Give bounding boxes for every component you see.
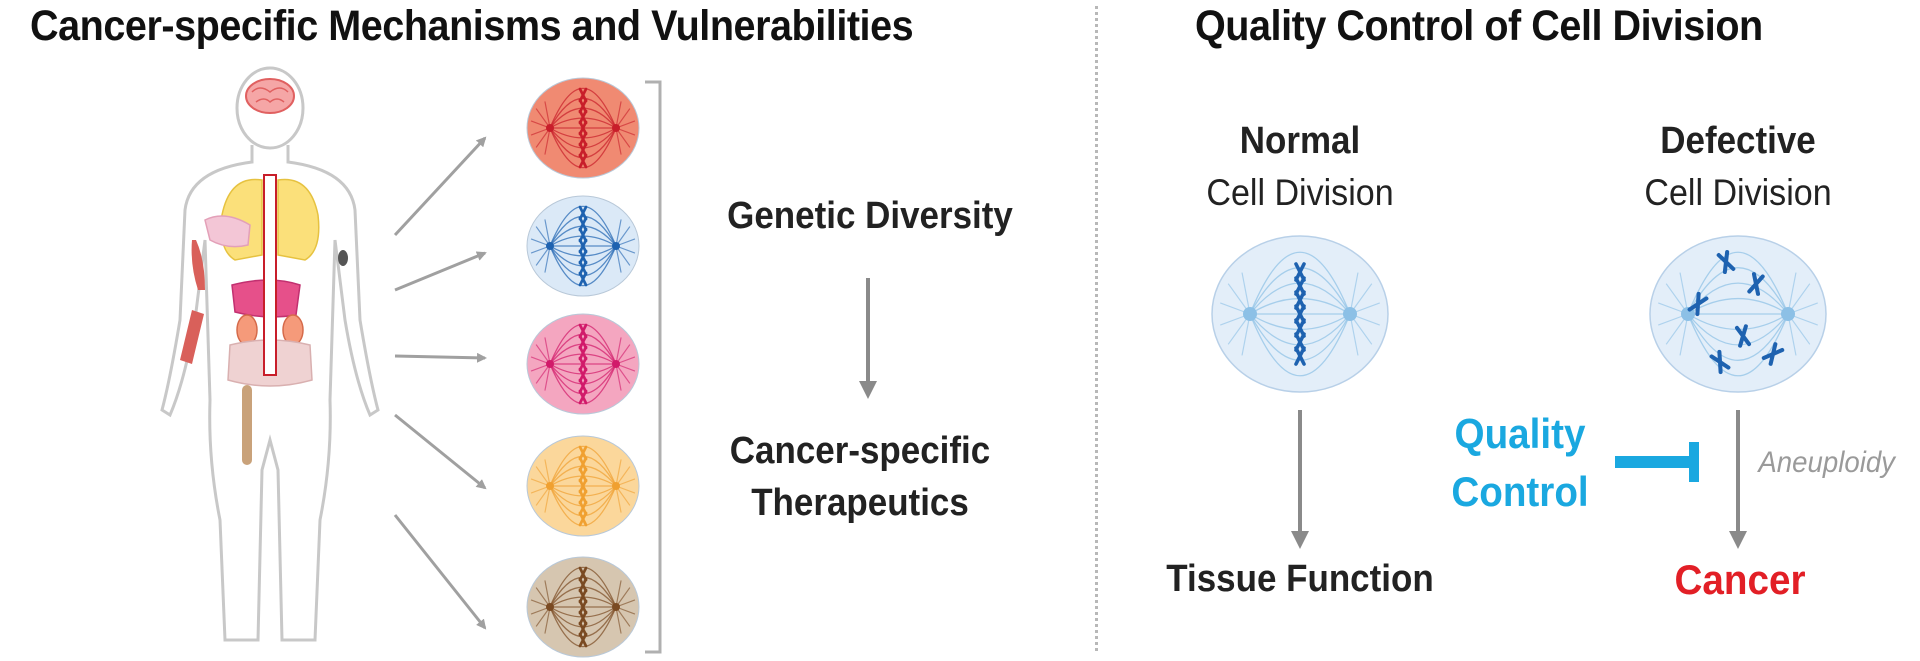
defective-sub-label: Cell Division (1644, 172, 1832, 213)
normal-cell (1211, 235, 1389, 393)
defective-cell (1649, 235, 1827, 393)
cancer-cell-5 (526, 556, 640, 658)
cancer-cell-2 (526, 195, 640, 297)
human-body-figure (160, 66, 380, 642)
cancer-label: Cancer (1674, 556, 1806, 603)
therapeutics-label-line2: Therapeutics (751, 482, 969, 524)
muscle-icon (191, 240, 205, 290)
brain-icon (245, 78, 295, 114)
cancer-cell-3 (526, 313, 640, 415)
skin-mole-icon (338, 250, 348, 266)
defective-label: Defective (1660, 120, 1816, 162)
quality-control-label-line2: Control (1451, 468, 1589, 515)
tissue-function-label: Tissue Function (1166, 558, 1434, 600)
cancer-cell-1 (526, 77, 640, 179)
right-panel-title: Quality Control of Cell Division (1195, 2, 1763, 50)
arrow-to-cell-4 (394, 413, 487, 490)
normal-sub-label: Cell Division (1206, 172, 1394, 213)
arrow-to-cell-2 (394, 251, 487, 292)
aneuploidy-label: Aneuploidy (1758, 446, 1895, 479)
arrow-to-cell-3 (394, 352, 487, 363)
normal-label: Normal (1239, 120, 1361, 162)
cells-bracket (645, 80, 662, 654)
bone-icon (242, 385, 252, 465)
cancer-cell-4 (526, 435, 640, 537)
esophagus-icon (263, 174, 277, 376)
left-panel-title: Cancer-specific Mechanisms and Vulnerabi… (30, 2, 914, 50)
quality-control-label-line1: Quality (1454, 410, 1586, 457)
therapeutics-label-line1: Cancer-specific (729, 430, 991, 472)
panel-divider (1095, 6, 1098, 651)
arrow-to-cell-1 (393, 136, 487, 237)
genetic-diversity-label: Genetic Diversity (727, 195, 1013, 237)
breast-icon (204, 215, 251, 248)
arrow-to-cell-5 (393, 514, 487, 630)
